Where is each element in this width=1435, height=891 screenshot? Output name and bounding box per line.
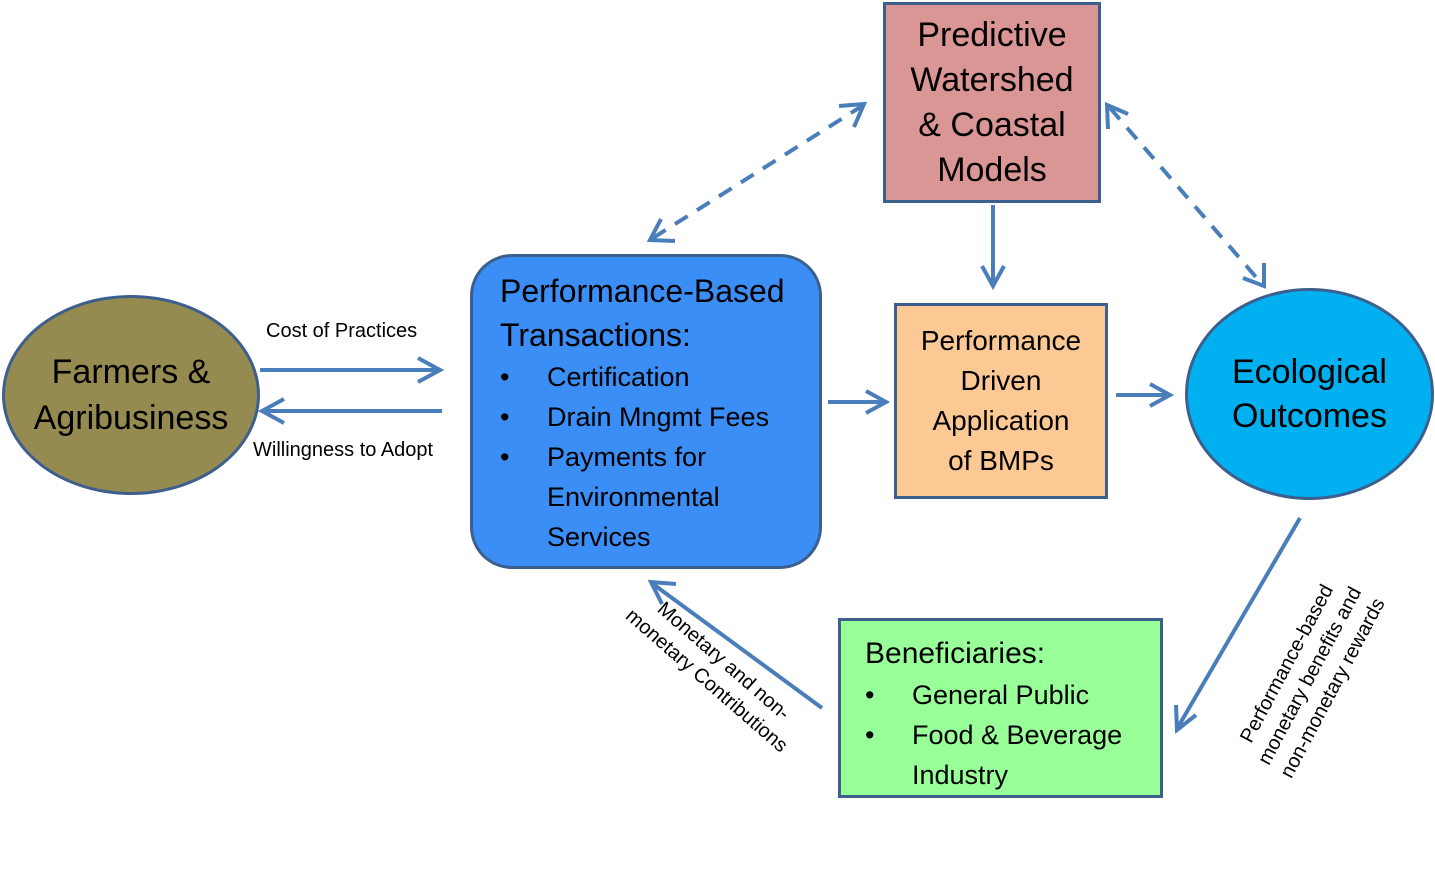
transactions-list: Certification Drain Mngmt Fees Payments … <box>500 357 819 557</box>
transactions-item-payments: Payments for Environmental Services <box>500 437 819 557</box>
transactions-item-payments-line-1: Payments for <box>547 442 707 472</box>
bmps-line-2: Driven <box>960 365 1042 396</box>
predictive-line-1: Predictive <box>917 15 1067 54</box>
performance-driven-bmps-node: Performance Driven Application of BMPs <box>894 303 1108 499</box>
farmers-label-line-1: Farmers & <box>51 353 211 391</box>
dashed-arrow-models-outcomes <box>1104 101 1266 289</box>
predictive-line-3: & Coastal <box>918 105 1066 144</box>
transactions-item-payments-line-2: Environmental <box>547 482 720 512</box>
dashed-arrow-models-transactions <box>646 101 868 243</box>
predictive-models-node: Predictive Watershed & Coastal Models <box>883 2 1101 203</box>
predictive-line-4: Models <box>937 150 1047 189</box>
farmers-label-line-2: Agribusiness <box>33 399 229 437</box>
transactions-heading: Performance-Based Transactions: <box>500 269 819 357</box>
arrow-transactions-to-bmps <box>828 389 891 415</box>
cost-of-practices-label: Cost of Practices <box>266 320 418 342</box>
ecological-outcomes-node: Ecological Outcomes <box>1185 288 1434 500</box>
transactions-item-payments-line-3: Services <box>547 522 651 552</box>
arrow-willingness-to-adopt <box>257 397 442 425</box>
willingness-to-adopt-label: Willingness to Adopt <box>253 439 434 461</box>
arrow-cost-of-practices <box>260 356 445 384</box>
transactions-heading-line-1: Performance-Based <box>500 273 785 309</box>
transactions-heading-line-2: Transactions: <box>500 317 691 353</box>
ecological-line-1: Ecological <box>1232 353 1387 391</box>
beneficiaries-list: General Public Food & Beverage Industry <box>865 675 1160 795</box>
beneficiaries-item-food-line-1: Food & Beverage <box>912 720 1123 750</box>
beneficiaries-heading: Beneficiaries: <box>865 637 1046 670</box>
arrow-models-to-bmps <box>980 205 1006 291</box>
bmps-line-4: of BMPs <box>948 445 1054 476</box>
beneficiaries-item-food-beverage: Food & Beverage Industry <box>865 715 1160 795</box>
beneficiaries-item-general-public: General Public <box>865 675 1160 715</box>
bmps-line-1: Performance <box>920 325 1082 356</box>
ecological-line-2: Outcomes <box>1232 397 1387 435</box>
performance-based-transactions-node: Performance-Based Transactions: Certific… <box>470 254 822 569</box>
predictive-line-2: Watershed <box>910 60 1074 99</box>
arrow-bmps-to-outcomes <box>1116 382 1175 408</box>
transactions-item-drain-fees: Drain Mngmt Fees <box>500 397 819 437</box>
beneficiaries-node: Beneficiaries: General Public Food & Bev… <box>838 618 1163 798</box>
beneficiaries-item-food-line-2: Industry <box>912 760 1009 790</box>
transactions-item-certification: Certification <box>500 357 819 397</box>
arrow-beneficiaries-to-transactions <box>647 579 824 710</box>
bmps-line-3: Application <box>932 405 1070 436</box>
farmers-agribusiness-node: Farmers & Agribusiness <box>2 295 260 495</box>
arrow-outcomes-to-beneficiaries <box>1174 516 1302 735</box>
